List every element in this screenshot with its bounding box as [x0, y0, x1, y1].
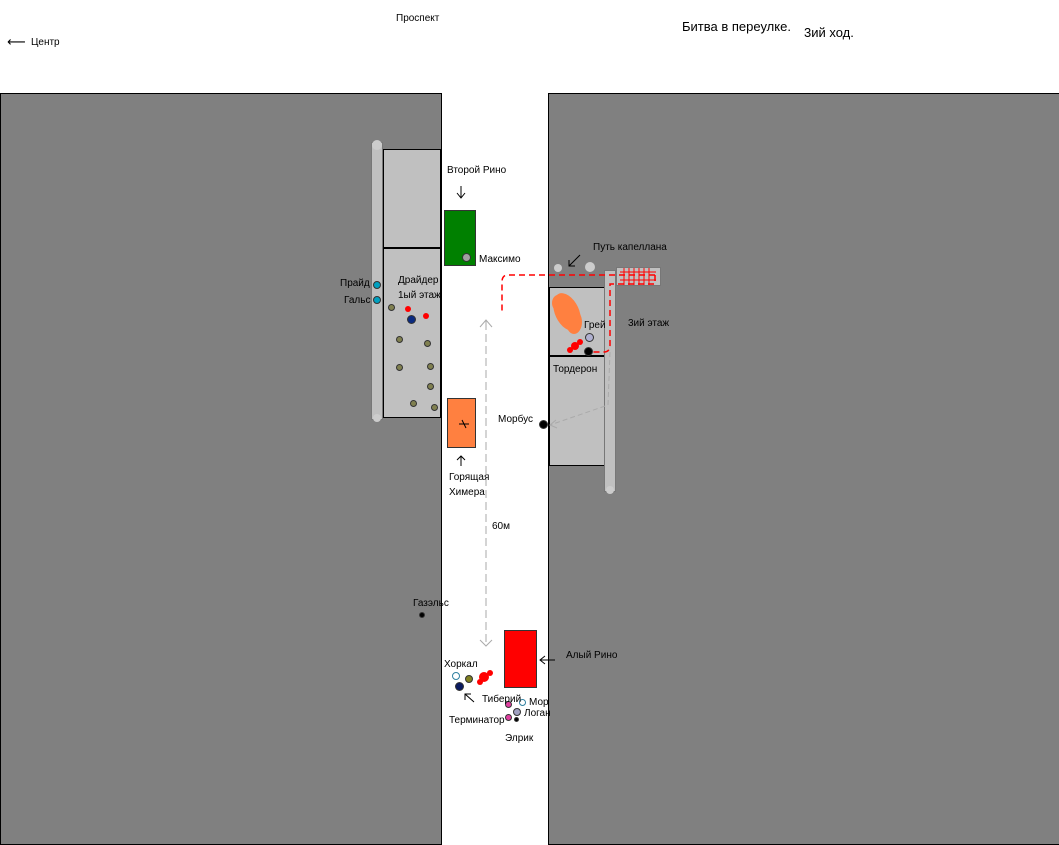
chaplain-path [501, 274, 655, 312]
traitor-marker [427, 383, 434, 390]
arrow-left-icon [539, 655, 555, 665]
street-name-label: Проспект [396, 13, 440, 24]
chaplain-arrow-icon [568, 254, 581, 267]
terminator-arrow-icon [464, 693, 475, 703]
morbus-path-arrow-icon [549, 419, 558, 429]
gazels-marker [419, 612, 425, 618]
scarlet-rhino-marker [504, 630, 537, 688]
traitor-marker [431, 404, 438, 411]
gazels-label: Газэльс [413, 598, 449, 609]
khorkal-squad-marker [465, 675, 473, 683]
terminator-marker [455, 682, 464, 691]
torderon-label: Тордерон [553, 364, 598, 375]
to-center-arrow-icon: ⟵ [7, 34, 26, 49]
elrik-marker [505, 714, 512, 721]
traitor-marker [396, 336, 403, 343]
stairs-icon [620, 268, 656, 285]
right-city-block [548, 93, 1059, 845]
dreider-label: Драйдер [398, 275, 439, 286]
distance-arrow-bottom-icon [479, 639, 493, 647]
third-floor-label: 3ий этаж [628, 318, 670, 329]
tiberiy-label: Тиберий [482, 694, 522, 705]
traitor-marker [424, 340, 431, 347]
wreck-mark-icon [459, 419, 469, 429]
elrik-aide-marker [514, 717, 519, 722]
distance-label: 60м [492, 521, 510, 532]
morbus-path [549, 351, 611, 426]
second-rhino-label: Второй Рино [447, 165, 507, 176]
first-floor-label: 1ый этаж [398, 290, 441, 301]
prayd-marker [373, 281, 381, 289]
fire-splash-icon [552, 293, 582, 334]
gals-marker [373, 296, 381, 304]
scarlet-rhino-label: Алый Рино [566, 650, 618, 661]
torderon-marker [584, 347, 593, 356]
arrow-up-icon [456, 455, 466, 466]
maximo-label: Максимо [479, 254, 521, 265]
traitor-marker [396, 364, 403, 371]
morbus-label: Морбус [498, 414, 533, 425]
khorkal-label: Хоркал [444, 659, 478, 670]
burning-chimera-label-1: Горящая [449, 472, 490, 483]
battle-title: Битва в переулке. [682, 19, 791, 34]
distance-arrow-top-icon [479, 319, 493, 330]
morbus-marker [539, 420, 548, 429]
traitor-marker [388, 304, 395, 311]
arrow-down-icon [456, 186, 466, 199]
burning-chimera-marker [447, 398, 476, 448]
mor-marker [519, 699, 526, 706]
grey-label: Грей [584, 320, 606, 331]
turn-label: 3ий ход. [804, 25, 854, 40]
dreider-marker [407, 315, 416, 324]
gals-label: Гальс [344, 295, 371, 306]
traitor-marker [410, 400, 417, 407]
tiberiy-marker [505, 701, 512, 708]
chaplain-path-label: Путь капеллана [593, 242, 667, 253]
mor-label: Мор [529, 697, 549, 708]
left-building-upper [383, 149, 441, 248]
left-city-block [0, 93, 442, 845]
logan-marker [513, 708, 521, 716]
chaplain-path-descent [590, 275, 656, 353]
burning-chimera-label-2: Химера [449, 487, 485, 498]
terminator-label: Терминатор [449, 715, 505, 726]
elrik-label: Элрик [505, 733, 534, 744]
to-center-label: Центр [31, 37, 60, 48]
grey-marker [585, 333, 594, 342]
traitor-marker [427, 363, 434, 370]
maximo-marker [462, 253, 471, 262]
khorkal-marker [452, 672, 460, 680]
prayd-label: Прайд [340, 278, 370, 289]
logan-label: Логан [524, 708, 551, 719]
blood-splat-icon [405, 306, 583, 685]
rubble-icon [372, 140, 614, 494]
